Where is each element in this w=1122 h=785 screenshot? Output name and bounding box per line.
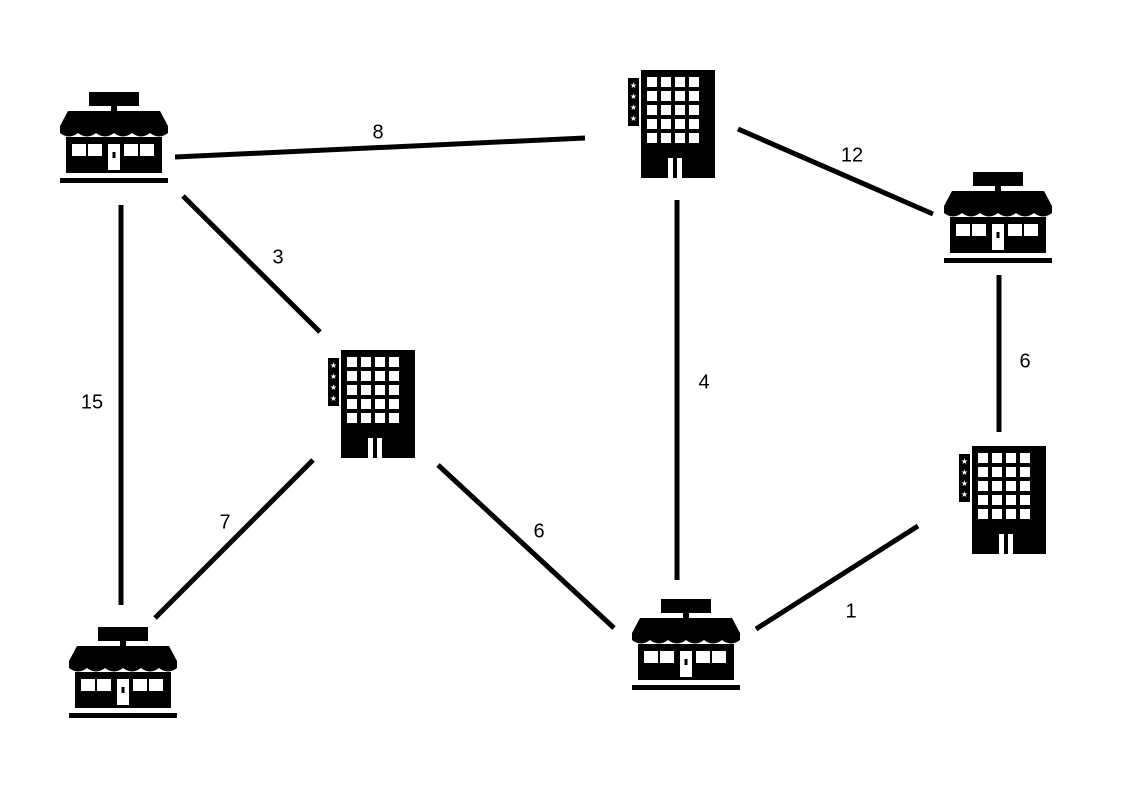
edge-shop-bottom-center-to-hotel-right <box>754 523 920 632</box>
edge-weight-label: 15 <box>81 391 103 413</box>
edges-layer <box>118 126 1002 632</box>
edge-shop-top-left-to-hotel-center <box>181 194 322 334</box>
storefront-icon <box>944 172 1052 263</box>
edge-hotel-center-to-shop-bottom-center <box>436 463 616 630</box>
edge-weight-label: 6 <box>1019 350 1030 372</box>
storefront-icon <box>632 599 740 690</box>
nodes-layer <box>60 70 1052 718</box>
hotel-building-icon <box>628 70 715 178</box>
edge-weight-label: 1 <box>845 600 856 622</box>
edge-weight-label: 3 <box>272 246 283 268</box>
edge-weight-label: 7 <box>219 511 230 533</box>
storefront-icon <box>69 627 177 718</box>
edge-hotel-center-to-shop-bottom-left <box>153 458 315 620</box>
hotel-building-icon <box>959 446 1046 554</box>
edge-weight-label: 6 <box>533 520 544 542</box>
edge-shop-top-left-to-hotel-top <box>174 135 586 160</box>
edge-weight-label: 4 <box>698 371 709 393</box>
edge-weight-label: 8 <box>372 121 383 143</box>
edge-weight-label: 12 <box>841 144 863 166</box>
storefront-icon <box>60 92 168 183</box>
edge-hotel-top-to-shop-right <box>737 126 934 217</box>
hotel-building-icon <box>328 350 415 458</box>
weights-layer: 8 12 3 15 4 6 7 6 1 <box>81 121 1031 622</box>
